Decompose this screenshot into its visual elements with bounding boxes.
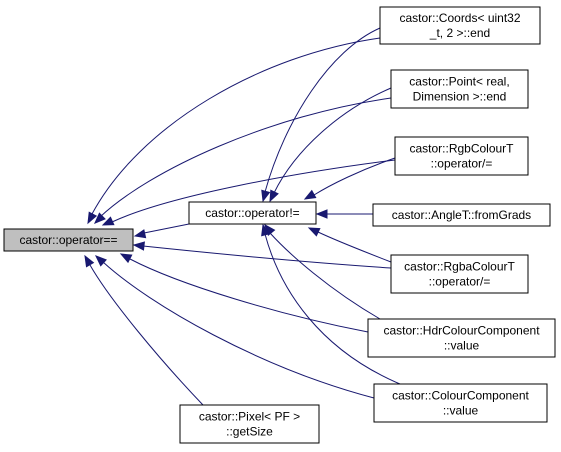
arrowhead — [261, 189, 271, 203]
node-pixel-getsize[interactable]: castor::Pixel< PF >::getSize — [179, 404, 320, 444]
arrowhead — [303, 189, 317, 200]
edge-line — [269, 232, 381, 320]
edges-layer — [84, 27, 401, 406]
edge-line — [273, 87, 392, 194]
node-label-line: castor::RgbColourT — [409, 142, 514, 156]
edge-rgba_div-to-neq — [307, 227, 392, 263]
edge-hdr_value-to-root — [119, 253, 369, 333]
edge-line — [143, 223, 190, 234]
edge-point_end-to-neq — [269, 87, 392, 203]
edge-pixel_getsize-to-root — [84, 254, 204, 406]
node-label-line: castor::RgbaColourT — [404, 260, 515, 274]
node-rgb-div[interactable]: castor::RgbColourT::operator/= — [394, 136, 529, 176]
edge-line — [129, 258, 369, 333]
edge-neq-to-root — [133, 223, 190, 239]
edge-rgb_div-to-neq — [303, 157, 396, 200]
edge-line — [99, 97, 392, 218]
arrowhead — [84, 254, 95, 268]
edge-colour_value-to-neq — [261, 223, 401, 385]
edge-line — [264, 233, 401, 385]
arrowhead — [94, 212, 106, 224]
node-label-line: castor::ColourComponent — [392, 389, 529, 403]
node-box — [188, 201, 317, 225]
node-box — [372, 203, 551, 227]
node-neq[interactable]: castor::operator!= — [188, 201, 317, 225]
node-label-line: castor::HdrColourComponent — [383, 324, 540, 338]
node-colour-value[interactable]: castor::ColourComponent::value — [373, 383, 548, 423]
arrowhead — [261, 223, 271, 237]
arrowhead — [269, 189, 279, 203]
node-root[interactable]: castor::operator== — [3, 228, 134, 252]
arrowhead — [315, 209, 328, 219]
edge-coords_end-to-root — [87, 37, 381, 225]
edge-line — [89, 264, 204, 406]
node-box — [373, 383, 548, 423]
node-box — [390, 69, 529, 109]
node-label-line: castor::Coords< uint32 — [399, 11, 520, 25]
node-point-end[interactable]: castor::Point< real,Dimension >::end — [390, 69, 529, 109]
node-label-line: castor::operator== — [19, 233, 117, 247]
node-label-line: ::value — [443, 404, 479, 418]
node-label-line: _t, 2 >::end — [429, 26, 490, 40]
node-box — [379, 6, 541, 45]
edge-line — [142, 245, 392, 269]
arrowhead — [307, 227, 321, 237]
node-label-line: ::value — [444, 339, 480, 353]
edge-line — [264, 27, 381, 193]
edge-line — [91, 37, 381, 215]
arrowhead — [95, 255, 107, 267]
node-label-line: castor::Pixel< PF > — [199, 410, 300, 424]
edge-line — [313, 157, 396, 196]
node-box — [367, 318, 556, 358]
edge-line — [111, 159, 396, 223]
node-box — [179, 404, 320, 444]
node-angle-fromgrads[interactable]: castor::AngleT::fromGrads — [372, 203, 551, 227]
edge-rgb_div-to-root — [101, 159, 396, 226]
edge-line — [317, 231, 392, 263]
arrowhead — [119, 253, 133, 264]
edge-coords_end-to-neq — [261, 27, 381, 203]
node-hdr-value[interactable]: castor::HdrColourComponent::value — [367, 318, 556, 358]
node-box — [394, 136, 529, 176]
node-label-line: ::getSize — [226, 425, 273, 439]
edge-colour_value-to-root — [95, 255, 375, 399]
node-coords-end[interactable]: castor::Coords< uint32_t, 2 >::end — [379, 6, 541, 45]
node-rgba-div[interactable]: castor::RgbaColourT::operator/= — [390, 254, 529, 294]
arrowhead — [133, 229, 147, 239]
node-label-line: castor::Point< real, — [409, 75, 509, 89]
edge-hdr_value-to-neq — [264, 223, 381, 320]
node-label-line: ::operator/= — [431, 157, 493, 171]
node-label-line: Dimension >::end — [413, 90, 507, 104]
arrowhead — [101, 216, 115, 226]
node-label-line: castor::operator!= — [205, 206, 299, 220]
node-label-line: castor::AngleT::fromGrads — [392, 208, 531, 222]
node-box — [3, 228, 134, 252]
edge-line — [102, 261, 375, 399]
edge-rgba_div-to-root — [132, 241, 392, 269]
node-label-line: ::operator/= — [429, 275, 491, 289]
edge-point_end-to-root — [94, 97, 392, 224]
node-box — [390, 254, 529, 294]
edge-angle_fromgrads-to-neq — [315, 209, 373, 219]
arrowhead — [132, 241, 145, 251]
nodes-layer: castor::operator==castor::operator!=cast… — [3, 6, 556, 444]
arrowhead — [87, 211, 98, 225]
